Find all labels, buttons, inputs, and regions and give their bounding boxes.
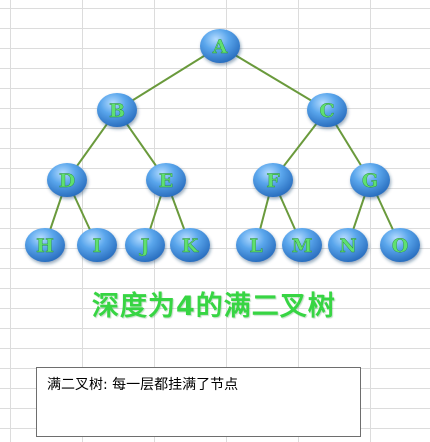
tree-node-circle — [236, 228, 276, 262]
tree-node-g: G — [350, 163, 390, 197]
tree-node-e: E — [146, 163, 186, 197]
tree-node-circle — [125, 228, 165, 262]
tree-node-circle — [253, 163, 293, 197]
tree-node-label: D — [59, 170, 75, 192]
tree-node-n: N — [328, 228, 368, 262]
tree-node-circle — [200, 29, 240, 63]
tree-node-label: G — [362, 170, 378, 192]
tree-node-circle — [307, 93, 347, 127]
tree-node-j: J — [125, 228, 165, 262]
tree-node-circle — [77, 228, 117, 262]
tree-nodes: A B C D E F G H I J K L M N O — [25, 29, 420, 262]
tree-node-o: O — [380, 228, 420, 262]
tree-node-label: H — [36, 235, 54, 257]
tree-node-i: I — [77, 228, 117, 262]
tree-node-circle — [170, 228, 210, 262]
tree-node-label: E — [159, 170, 173, 192]
tree-node-l: L — [236, 228, 276, 262]
tree-node-label: F — [266, 170, 280, 192]
tree-node-label: I — [93, 235, 102, 257]
tree-node-h: H — [25, 228, 65, 262]
tree-edges — [44, 45, 401, 246]
tree-node-label: J — [139, 235, 150, 257]
tree-node-f: F — [253, 163, 293, 197]
tree-node-circle — [282, 228, 322, 262]
tree-node-circle — [47, 163, 87, 197]
tree-node-label: K — [182, 235, 200, 257]
tree-node-circle — [97, 93, 137, 127]
tree-node-label: M — [291, 235, 312, 257]
tree-node-label: N — [339, 235, 356, 257]
tree-node-circle — [380, 228, 420, 262]
tree-node-a: A — [200, 29, 240, 63]
tree-node-label: A — [212, 36, 228, 58]
tree-node-b: B — [97, 93, 137, 127]
tree-node-label: O — [392, 235, 409, 257]
tree-edge-a-b — [116, 45, 221, 111]
tree-edge-a-c — [219, 45, 328, 111]
tree-node-circle — [328, 228, 368, 262]
diagram-caption: 深度为4的满二叉树 — [92, 291, 336, 322]
note-text: 满二叉树: 每一层都挂满了节点 — [47, 377, 239, 393]
tree-node-k: K — [170, 228, 210, 262]
tree-node-circle — [350, 163, 390, 197]
tree-node-circle — [25, 228, 65, 262]
tree-node-c: C — [307, 93, 347, 127]
tree-node-label: L — [249, 235, 262, 257]
tree-node-d: D — [47, 163, 87, 197]
tree-node-circle — [146, 163, 186, 197]
note-text-box: 满二叉树: 每一层都挂满了节点 — [36, 367, 361, 437]
tree-node-label: C — [319, 100, 334, 122]
tree-node-m: M — [282, 228, 322, 262]
tree-node-label: B — [109, 100, 125, 122]
